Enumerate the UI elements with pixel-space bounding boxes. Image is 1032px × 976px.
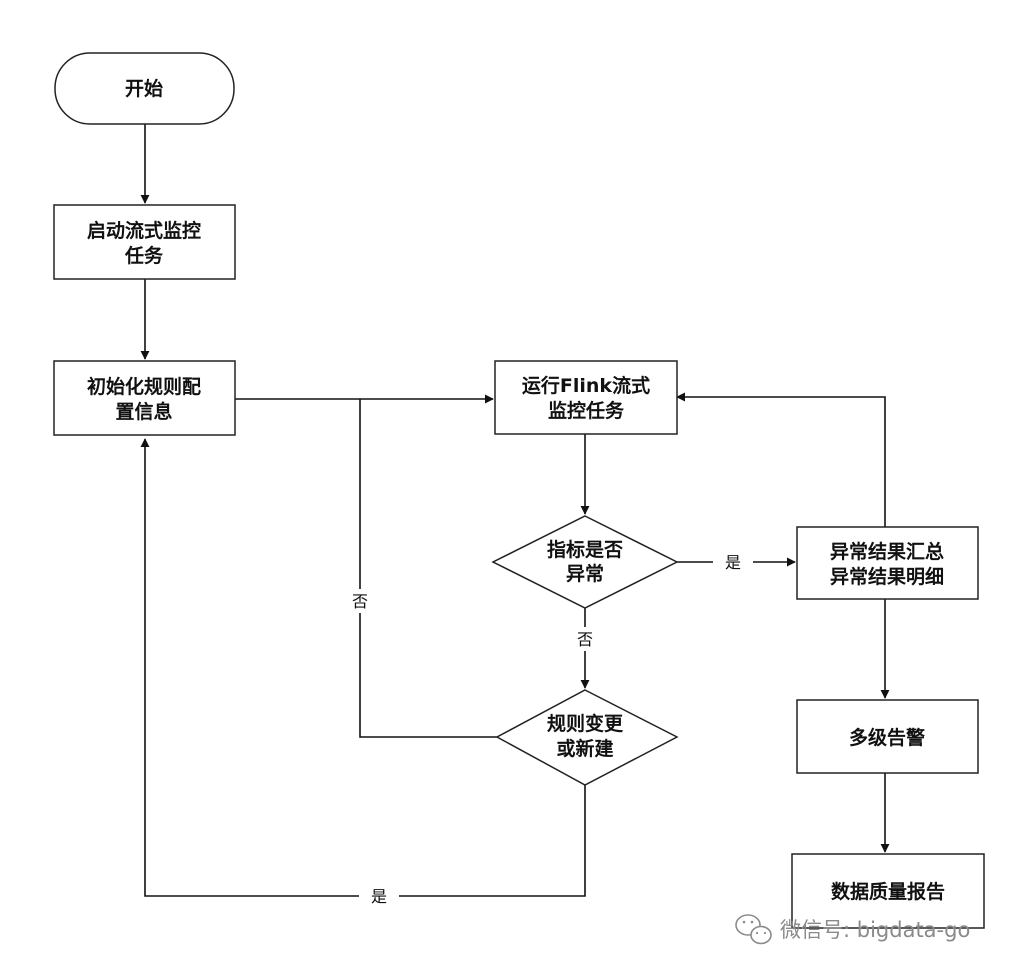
node-rule-change: 规则变更 或新建 <box>495 689 679 786</box>
label-rule-no: 否 <box>352 592 368 611</box>
node-multi-alert-line-1: 多级告警 <box>849 726 925 749</box>
watermark-text: 微信号: bigdata-go <box>780 918 970 942</box>
node-init-rules: 初始化规则配 置信息 <box>53 360 236 436</box>
wechat-icon <box>735 914 772 945</box>
node-metric-check-line-2: 异常 <box>566 562 604 585</box>
edge-labels: 是 否 否 是 <box>343 550 753 908</box>
node-launch-task-line-2: 任务 <box>124 244 164 267</box>
label-metric-no: 否 <box>577 630 593 649</box>
node-multi-alert: 多级告警 <box>796 699 979 774</box>
edge-rule-no-to-flink <box>359 399 497 738</box>
node-run-flink-line-2: 监控任务 <box>548 399 625 422</box>
node-quality-report: 数据质量报告 <box>791 853 985 929</box>
node-quality-report-line-1: 数据质量报告 <box>831 880 945 903</box>
node-start-line-1: 开始 <box>125 77 163 100</box>
node-run-flink-line-1: 运行Flink流式 <box>522 374 650 397</box>
node-start: 开始 <box>54 52 235 125</box>
node-run-flink: 运行Flink流式 监控任务 <box>494 360 678 435</box>
node-init-rules-line-1: 初始化规则配 <box>87 375 201 398</box>
node-metric-check: 指标是否 异常 <box>491 515 679 609</box>
node-init-rules-line-2: 置信息 <box>115 400 172 423</box>
node-anomaly-result: 异常结果汇总 异常结果明细 <box>796 526 979 600</box>
watermark: 微信号: bigdata-go <box>735 914 970 945</box>
label-rule-yes: 是 <box>371 887 387 906</box>
node-rule-change-line-2: 或新建 <box>556 737 613 760</box>
node-anomaly-result-line-2: 异常结果明细 <box>830 565 944 588</box>
edge-anomaly-to-flink <box>676 392 886 532</box>
edge-rule-yes-to-init <box>140 438 586 897</box>
label-metric-yes: 是 <box>725 553 741 572</box>
node-launch-task-line-1: 启动流式监控 <box>87 219 201 242</box>
node-anomaly-result-line-1: 异常结果汇总 <box>830 540 944 563</box>
edges <box>140 124 890 897</box>
node-rule-change-line-1: 规则变更 <box>547 712 624 735</box>
node-launch-task: 启动流式监控 任务 <box>53 204 236 280</box>
node-metric-check-line-1: 指标是否 <box>547 539 623 561</box>
